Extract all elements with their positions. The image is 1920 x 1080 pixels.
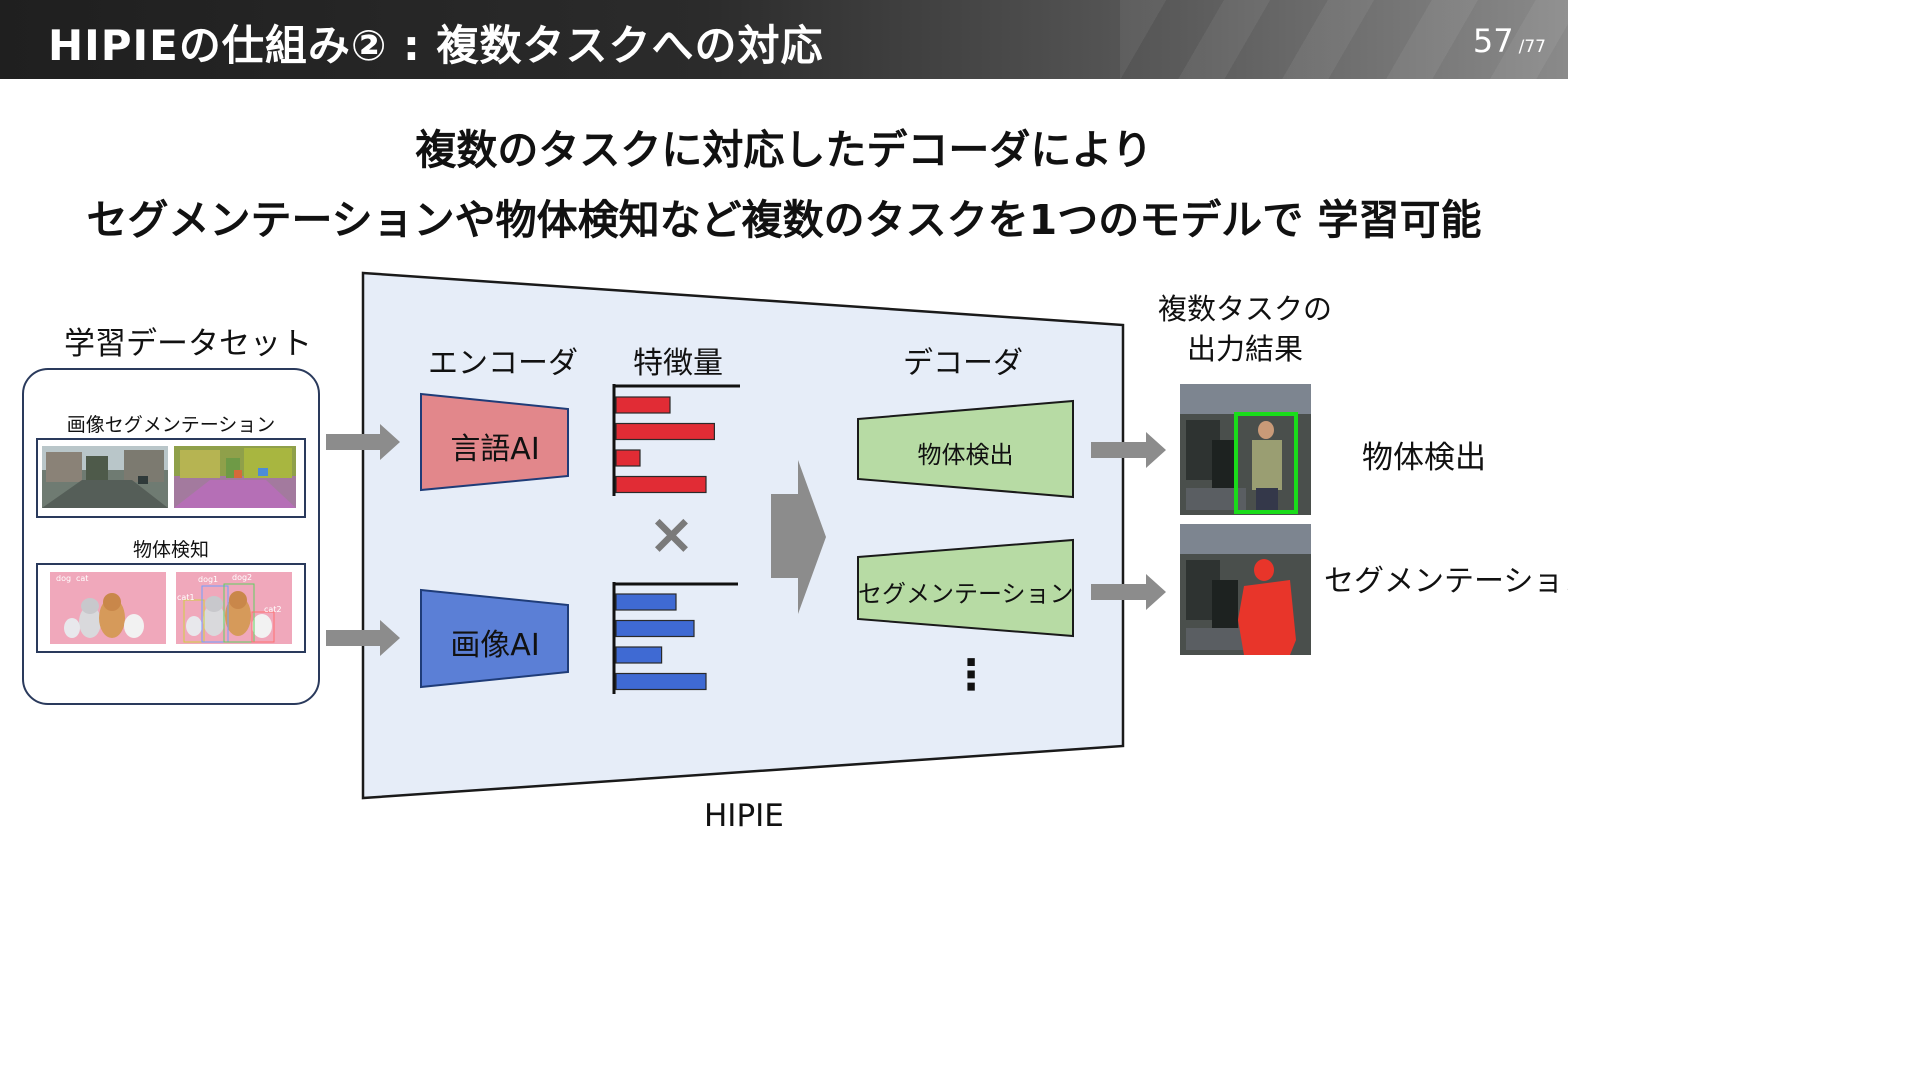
segmentation-mask-image — [174, 446, 296, 508]
page-total: /77 — [1518, 37, 1546, 57]
slide: HIPIEの仕組み② : 複数タスクへの対応 57 /77 複数のタスクに対応し… — [0, 0, 1568, 834]
dataset-title: 学習データセット — [64, 326, 312, 362]
decoder-label: デコーダ — [903, 346, 1023, 381]
segmentation-output-image — [1180, 524, 1311, 655]
street-photo-image — [42, 446, 168, 508]
arrow-to-image-ai — [326, 620, 400, 656]
language-ai-label: 言語AI — [450, 432, 540, 467]
headline-line-2: セグメンテーションや物体検知など複数のタスクを1つのモデルで 学習可能 — [86, 196, 1482, 244]
decoder-detection-shape — [857, 399, 1074, 499]
headline-line-1: 複数のタスクに対応したデコーダにより — [415, 126, 1153, 174]
header-bar — [0, 0, 1568, 79]
arrow-to-segmentation-output — [1091, 574, 1166, 610]
slide-title: HIPIEの仕組み② : 複数タスクへの対応 — [48, 21, 824, 70]
feature-bar-red-1 — [615, 396, 671, 414]
language-ai-encoder — [420, 392, 569, 492]
encoder-label: エンコーダ — [428, 346, 578, 381]
arrow-to-language-ai — [326, 424, 400, 460]
decoder-detection-label: 物体検出 — [917, 441, 1014, 469]
feature-bar-blue-4 — [615, 672, 707, 691]
image-ai-label: 画像AI — [450, 628, 540, 663]
page-number: 57 /77 — [1473, 22, 1546, 60]
multiply-icon: × — [648, 502, 695, 567]
feature-bar-red-4 — [615, 475, 707, 494]
features-label: 特徴量 — [633, 346, 723, 381]
more-decoders-ellipsis: ⋮ — [950, 650, 992, 699]
tag-dog1: dog1 — [198, 575, 218, 584]
detection-output-image — [1180, 384, 1311, 515]
detection-output-label: 物体検出 — [1362, 440, 1486, 476]
tag-dog: dog — [56, 574, 71, 583]
diagram-canvas — [326, 271, 1311, 800]
det-dataset-label: 物体検知 — [132, 539, 209, 561]
pets-detection-image: dog1 dog2 cat1 cat2 — [176, 572, 292, 644]
tag-cat1: cat1 — [177, 593, 195, 602]
page-current: 57 — [1472, 22, 1514, 60]
tag-dog2: dog2 — [232, 573, 252, 582]
feature-bar-blue-2 — [615, 619, 695, 638]
feature-bar-red-2 — [615, 422, 716, 441]
feature-bar-blue-1 — [615, 593, 677, 611]
feature-bars-blue — [615, 593, 707, 691]
arrow-to-detection-output — [1091, 432, 1166, 468]
model-name-label: HIPIE — [704, 798, 784, 834]
seg-dataset-label: 画像セグメンテーション — [66, 414, 276, 436]
outputs-title-line-1: 複数タスクの — [1157, 292, 1332, 326]
feature-bars-red — [615, 396, 716, 494]
image-ai-encoder — [420, 588, 569, 689]
pets-photo-image: dog cat — [50, 572, 166, 644]
decoder-segmentation-label: セグメンテーション — [858, 580, 1074, 608]
feature-bar-red-3 — [615, 449, 641, 467]
segmentation-output-label: セグメンテーション — [1324, 564, 1568, 599]
feature-bar-blue-3 — [615, 646, 663, 664]
tag-cat: cat — [76, 574, 88, 583]
arrow-to-decoder — [771, 460, 826, 614]
tag-cat2: cat2 — [264, 605, 282, 614]
outputs-title-line-2: 出力結果 — [1186, 332, 1303, 366]
decoder-segmentation-shape — [857, 538, 1074, 638]
